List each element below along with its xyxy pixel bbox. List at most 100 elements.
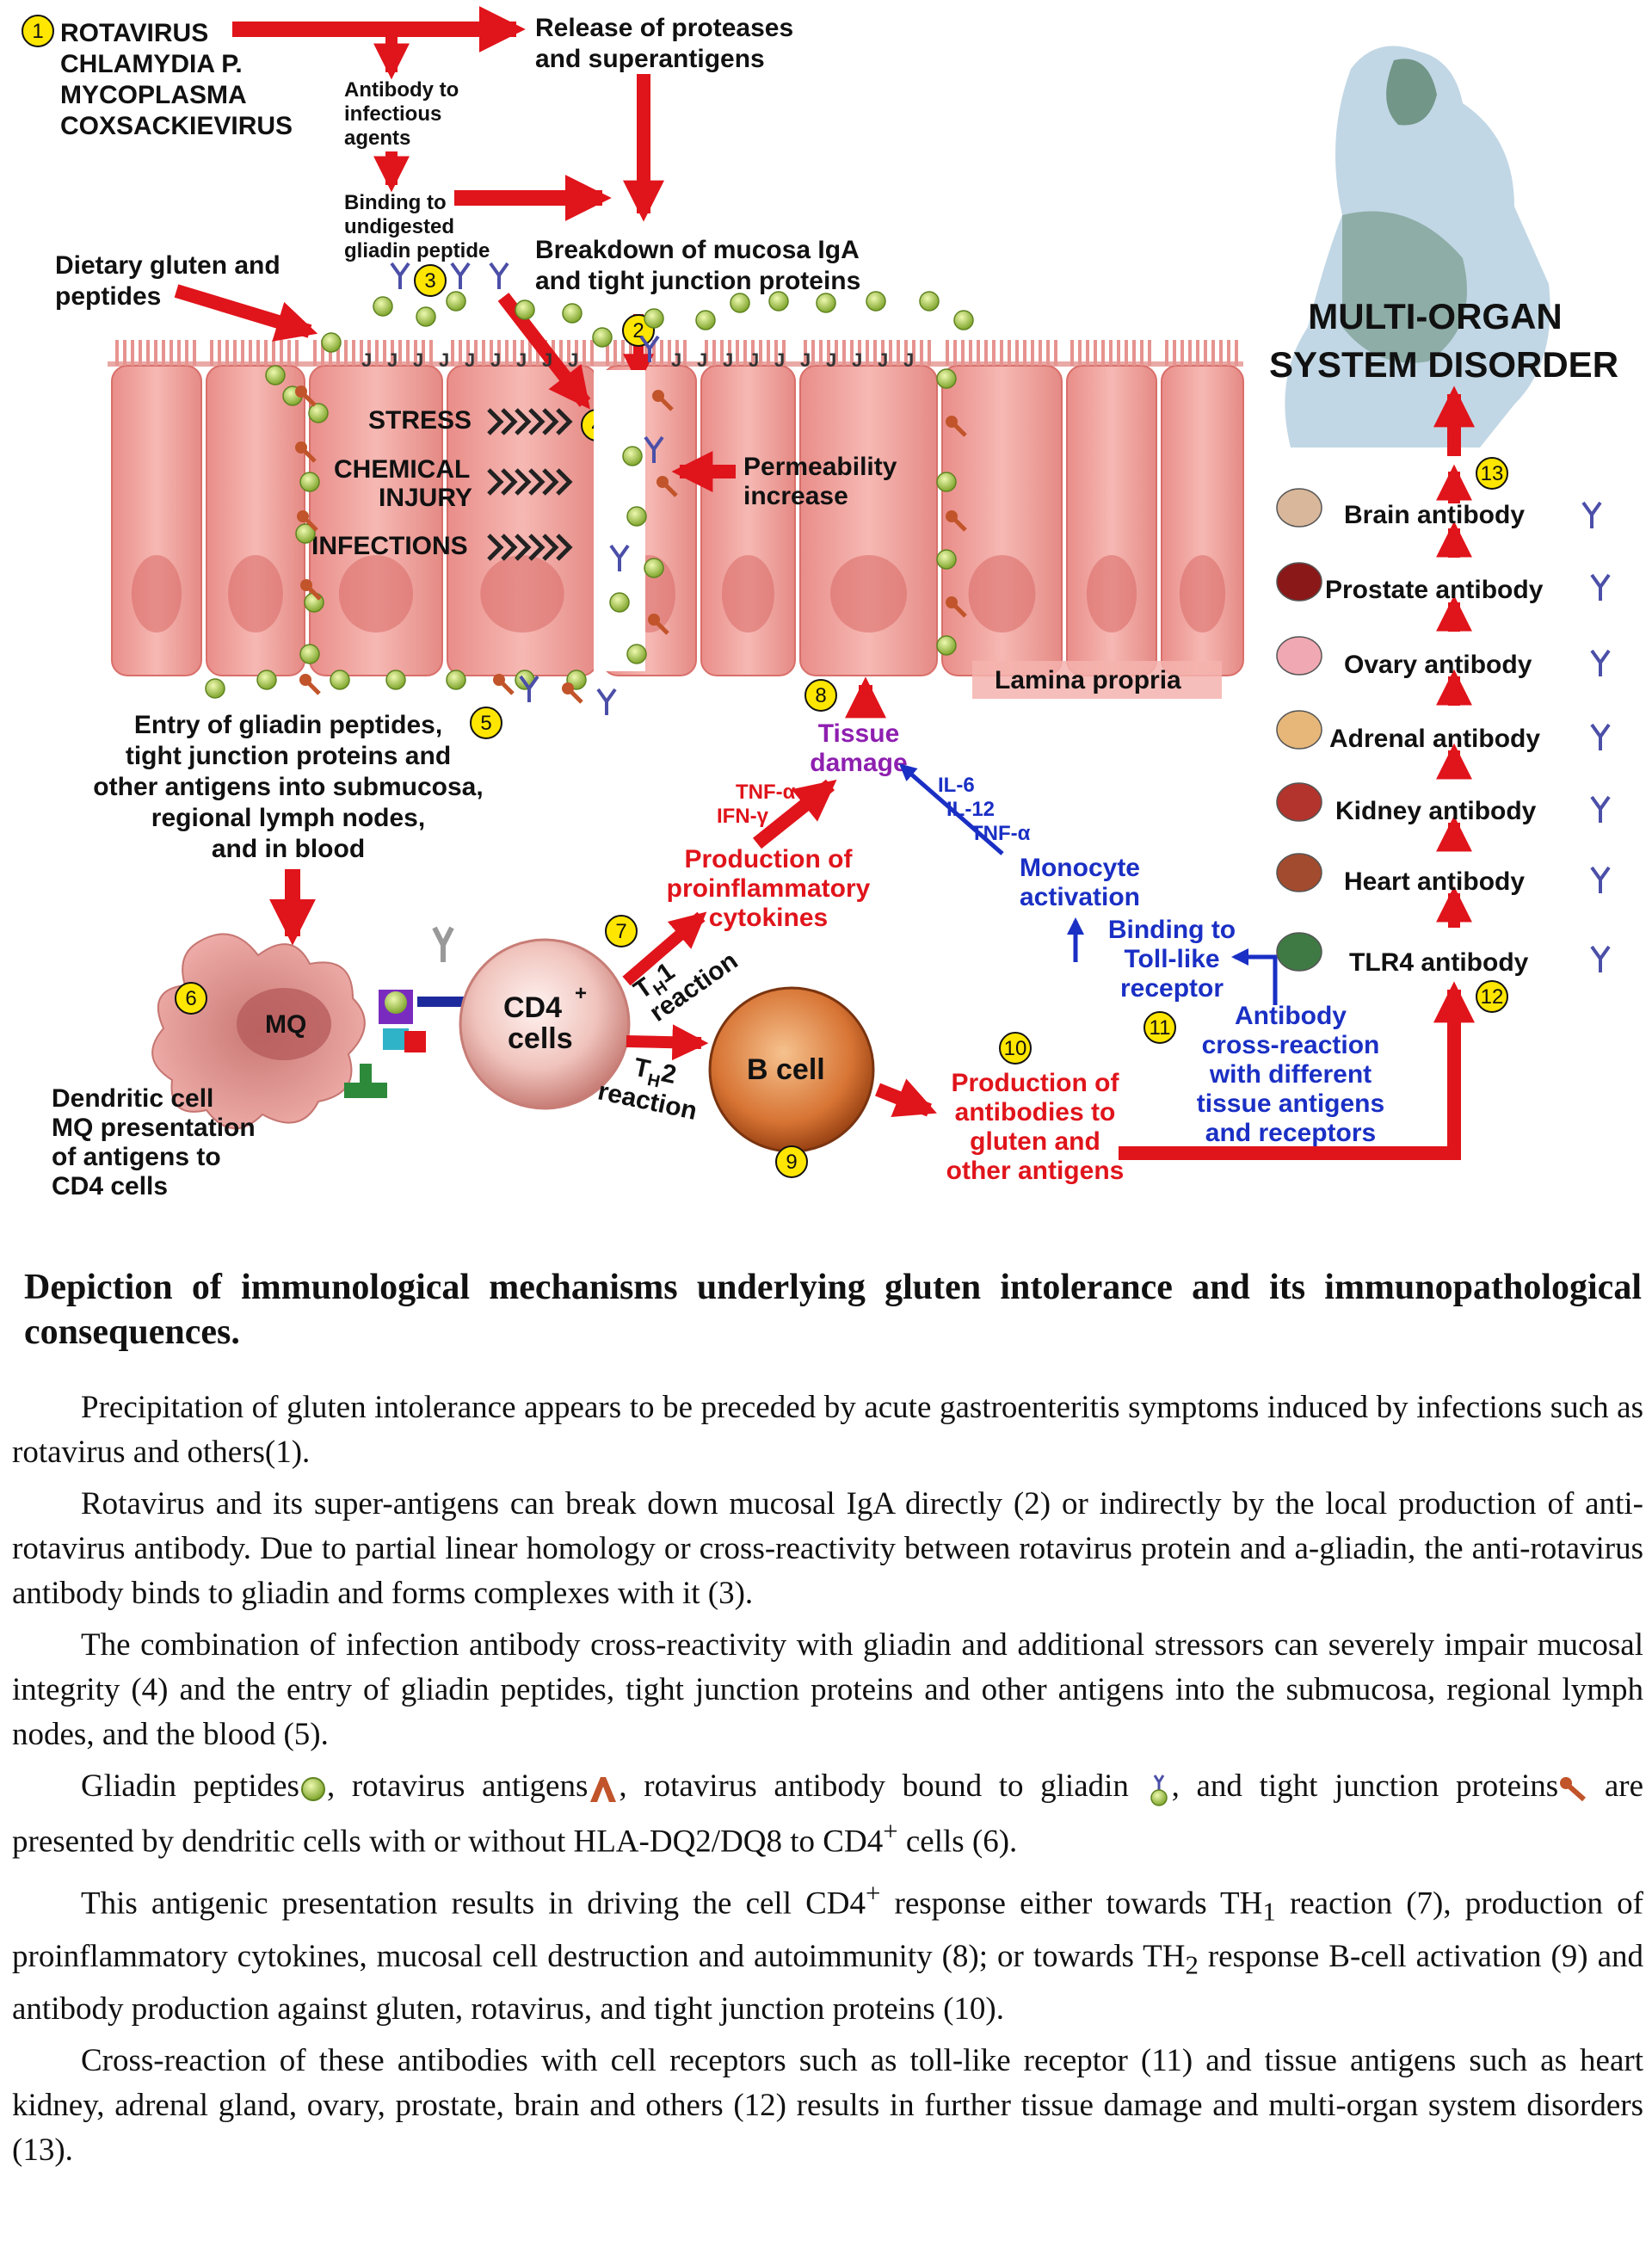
chevron-icon: [487, 534, 504, 561]
antigen-presentation-complex: [344, 926, 465, 1098]
tight-junction-mark: J: [903, 349, 914, 371]
gliadin-peptide-icon: [308, 403, 329, 423]
svg-text:9: 9: [786, 1151, 797, 1174]
gliadin-peptide-icon: [936, 472, 957, 492]
release-proteases-label: Release of proteases and superantigens: [535, 14, 793, 73]
antibody-icon: [1590, 573, 1611, 601]
svg-text:TH2: TH2: [630, 1053, 678, 1095]
organ-antibody-column: [1276, 464, 1472, 972]
antibody-icon: [644, 435, 664, 463]
svg-text:and superantigens: and superantigens: [535, 45, 765, 73]
svg-text:Production of: Production of: [685, 845, 854, 873]
arrow-th2: [626, 1024, 709, 1061]
gliadin-peptide-icon: [256, 670, 277, 690]
svg-text:Dendritic cell: Dendritic cell: [52, 1084, 213, 1113]
svg-text:Monocyte: Monocyte: [1020, 854, 1140, 882]
dendritic-cell: MQ: [151, 926, 465, 1130]
tight-junction-mark: J: [465, 349, 475, 371]
paragraph-6: Cross-reaction of these antibodies with …: [12, 2043, 1643, 2169]
svg-text:and tight junction proteins: and tight junction proteins: [535, 267, 860, 295]
tight-junction-protein-icon: [1560, 1776, 1587, 1801]
svg-text:Release of proteases: Release of proteases: [535, 14, 793, 42]
svg-text:and receptors: and receptors: [1205, 1119, 1376, 1147]
monocyte-cytokines-label: IL-6 IL-12 TNF-α: [938, 774, 1031, 845]
prostate-icon: [1276, 562, 1322, 602]
chevron-icon: [501, 534, 518, 561]
tight-junction-protein-icon: [652, 390, 674, 411]
step-marker-8: 8: [804, 679, 837, 712]
step-marker-11: 11: [1143, 1011, 1176, 1044]
paragraph-2: Rotavirus and its super-antigens can bre…: [12, 1486, 1643, 1611]
tight-junction-mark: J: [723, 349, 733, 371]
arrow-dietary-to-epithelium: [174, 284, 318, 342]
svg-text:TNF-α: TNF-α: [971, 822, 1031, 845]
tight-junction-protein-icon: [656, 476, 678, 497]
svg-text:peptides: peptides: [55, 282, 161, 311]
tight-junction-mark: J: [439, 349, 449, 371]
permeability-label: Permeability increase: [743, 453, 897, 510]
svg-text:STRESS: STRESS: [368, 406, 472, 435]
gliadin-peptide-icon: [265, 365, 286, 386]
paragraph-4: Gliadin peptides, rotavirus antigens, ro…: [12, 1768, 1644, 1860]
svg-text:regional lymph nodes,: regional lymph nodes,: [151, 804, 425, 832]
antibody-icon: [1590, 795, 1611, 823]
svg-text:INJURY: INJURY: [379, 484, 472, 512]
svg-text:Entry of gliadin peptides,: Entry of gliadin peptides,: [134, 711, 442, 739]
tight-junction-mark: J: [774, 349, 785, 371]
entry-label: Entry of gliadin peptides, tight junctio…: [93, 711, 483, 863]
tight-junction-mark: J: [490, 349, 501, 371]
svg-text:Dietary gluten and: Dietary gluten and: [55, 251, 280, 280]
gliadin-peptide-icon: [562, 303, 583, 324]
body-text: Precipitation of gluten intolerance appe…: [12, 1386, 1643, 2180]
dietary-gluten-label: Dietary gluten and peptides: [55, 251, 280, 311]
tight-junction-mark: J: [749, 349, 759, 371]
stressor-chevrons: [487, 408, 573, 561]
step-marker-5: 5: [470, 707, 502, 739]
gliadin-peptide-icon: [919, 291, 940, 312]
gliadin-peptide-icon: [866, 291, 886, 312]
svg-text:MULTI-ORGAN: MULTI-ORGAN: [1308, 296, 1563, 336]
svg-text:CHLAMYDIA P.: CHLAMYDIA P.: [60, 50, 243, 78]
brain-icon: [1276, 488, 1322, 528]
tight-junction-protein-icon: [648, 614, 669, 635]
tight-junction-protein-icon: [946, 416, 967, 437]
svg-text:B cell: B cell: [747, 1053, 825, 1086]
rotavirus-antigen-icon: [590, 1776, 617, 1802]
antibody-bound-gliadin-icon: [1150, 1774, 1168, 1806]
svg-text:Permeability: Permeability: [743, 453, 897, 481]
antibody-icon: [390, 262, 410, 289]
epithelial-cell: [941, 340, 1063, 676]
svg-text:and in blood: and in blood: [212, 835, 365, 863]
svg-text:activation: activation: [1020, 883, 1140, 911]
gliadin-peptide-icon: [446, 670, 466, 690]
b-cell: B cell: [708, 986, 875, 1153]
chevron-icon: [515, 468, 532, 496]
gliadin-peptide-icon: [416, 306, 436, 327]
tight-junction-protein-icon: [300, 579, 322, 601]
paragraph-1: Precipitation of gluten intolerance appe…: [12, 1390, 1643, 1470]
gluten-intolerance-diagram: ROTAVIRUS CHLAMYDIA P. MYCOPLASMA COXSAC…: [22, 6, 1618, 1200]
dendritic-label: Dendritic cell MQ presentation of antige…: [52, 1084, 256, 1200]
chevron-icon: [501, 408, 518, 435]
step-marker-3: 3: [414, 264, 447, 297]
gliadin-peptide-icon: [295, 523, 316, 544]
svg-text:of antigens to: of antigens to: [52, 1143, 221, 1171]
chemical-injury-label: CHEMICAL INJURY: [334, 455, 472, 512]
proinflammatory-label: Production of proinflammatory cytokines: [667, 845, 871, 932]
gliadin-peptide-icon: [205, 678, 225, 699]
gliadin-peptide-icon: [644, 558, 664, 578]
svg-text:3: 3: [424, 269, 435, 293]
tnf-ifn-label: TNF-α IFN-γ: [717, 781, 796, 828]
svg-text:INFECTIONS: INFECTIONS: [311, 532, 468, 560]
svg-text:ROTAVIRUS: ROTAVIRUS: [60, 19, 208, 47]
step-marker-6: 6: [175, 982, 207, 1015]
chevron-icon: [501, 468, 518, 496]
svg-text:CHEMICAL: CHEMICAL: [334, 455, 470, 484]
antibody-icon: [1581, 501, 1602, 528]
chevron-icon: [556, 408, 573, 435]
antibody-icon: [450, 262, 471, 289]
tight-junction-mark: J: [697, 349, 707, 371]
svg-text:8: 8: [815, 684, 826, 707]
heart-icon: [1276, 853, 1322, 892]
epithelial-cell: [1066, 340, 1157, 676]
